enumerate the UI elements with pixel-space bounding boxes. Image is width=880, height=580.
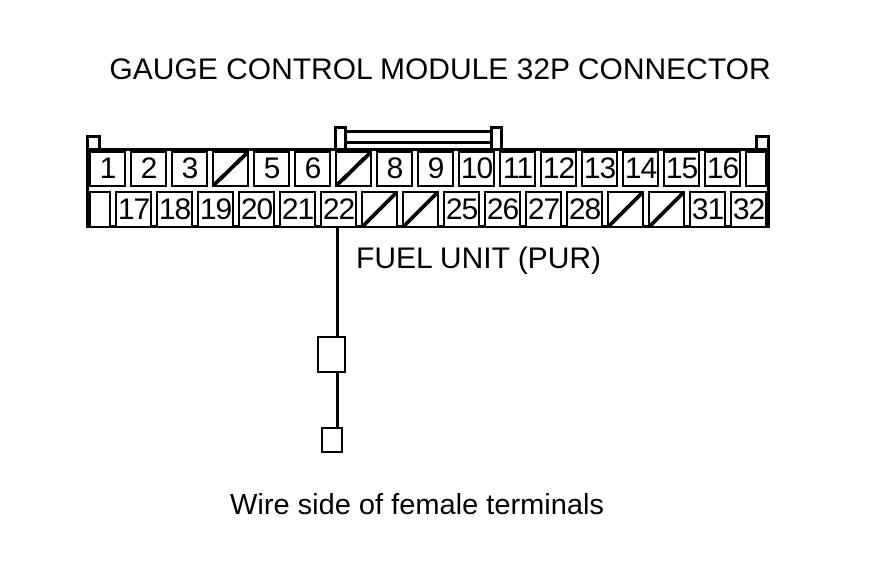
pin-19: 19 [197, 191, 234, 228]
pin-28: 28 [566, 191, 603, 228]
pin-30-blocked [648, 191, 685, 228]
pin-10: 10 [458, 151, 495, 187]
housing-tab-left [86, 135, 101, 151]
caption: Wire side of female terminals [230, 489, 604, 521]
pin-20: 20 [238, 191, 275, 228]
pin-15: 15 [663, 151, 700, 187]
pin-25: 25 [443, 191, 480, 228]
pin-4-blocked [212, 151, 249, 187]
latch-post-left [334, 126, 347, 151]
latch-bar [344, 130, 493, 144]
pin-1: 1 [89, 151, 126, 187]
pin-24-blocked [402, 191, 439, 228]
diagram-title: GAUGE CONTROL MODULE 32P CONNECTOR [109, 53, 771, 86]
pin-18: 18 [156, 191, 193, 228]
pin-5: 5 [253, 151, 290, 187]
pin-14: 14 [622, 151, 659, 187]
pin-16: 16 [704, 151, 741, 187]
fuel-unit-label: FUEL UNIT (PUR) [356, 242, 602, 275]
pin-row-bottom: 17 18 19 20 21 22 25 26 27 28 31 32 [89, 191, 767, 228]
pin-13: 13 [581, 151, 618, 187]
pin-27: 27 [525, 191, 562, 228]
pin-17: 17 [115, 191, 152, 228]
pin-row-top: 1 2 3 5 6 8 9 10 11 12 13 14 15 16 [89, 151, 767, 187]
pin-26: 26 [484, 191, 521, 228]
pin-12: 12 [540, 151, 577, 187]
pin-6: 6 [294, 151, 331, 187]
pin-11: 11 [499, 151, 536, 187]
terminal-symbol-large [317, 336, 346, 373]
bottom-row-start-spacer [89, 191, 111, 228]
wire-segment-upper [336, 228, 339, 336]
pin-8: 8 [376, 151, 413, 187]
pin-3: 3 [171, 151, 208, 187]
pin-21: 21 [279, 191, 316, 228]
housing-tab-right [755, 135, 770, 151]
pin-23-blocked [361, 191, 398, 228]
terminal-symbol-small [321, 427, 343, 453]
pin-9: 9 [417, 151, 454, 187]
pin-22: 22 [320, 191, 357, 228]
pin-7-blocked [335, 151, 372, 187]
pin-29-blocked [607, 191, 644, 228]
pin-31: 31 [689, 191, 726, 228]
wire-segment-lower [336, 373, 339, 427]
pin-32: 32 [730, 191, 767, 228]
top-row-end-spacer [745, 151, 767, 187]
latch-post-right [490, 126, 503, 151]
pin-2: 2 [130, 151, 167, 187]
